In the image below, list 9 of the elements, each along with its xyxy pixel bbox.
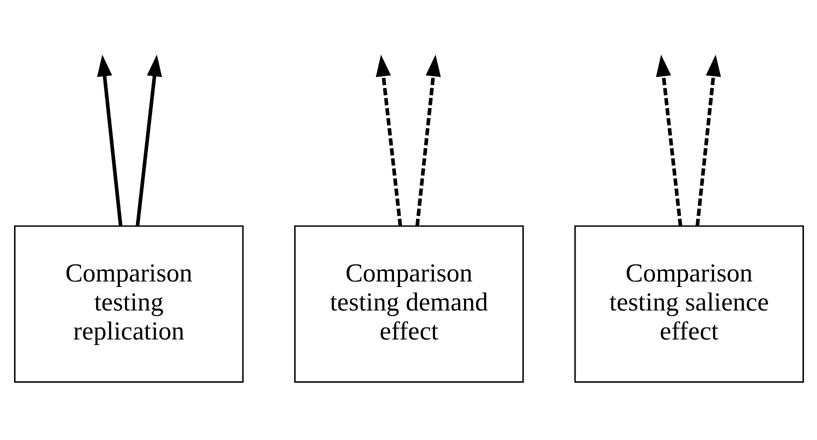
arrow	[414, 54, 440, 226]
arrow	[135, 54, 162, 226]
node-box: Comparison testing replication	[14, 224, 244, 382]
arrow	[655, 54, 682, 226]
arrow	[695, 54, 720, 226]
arrow	[375, 54, 402, 226]
arrow	[96, 54, 122, 226]
node-box: Comparison testing demand effect	[294, 224, 524, 382]
node-box: Comparison testing salience effect	[574, 224, 804, 382]
